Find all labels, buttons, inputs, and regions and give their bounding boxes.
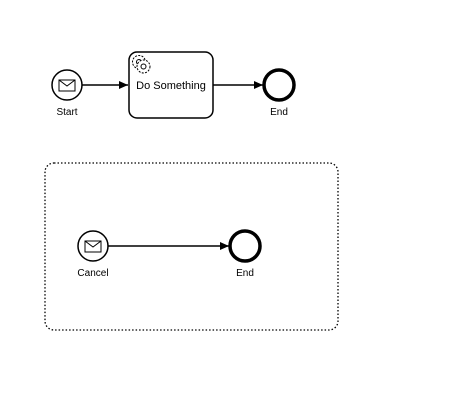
cancel-start-event-label: Cancel: [77, 268, 108, 279]
service-task[interactable]: Do Something: [128, 51, 214, 119]
gear-icon: [132, 55, 151, 74]
start-event[interactable]: [51, 69, 83, 101]
subprocess-end-event[interactable]: [228, 229, 262, 263]
envelope-icon: [58, 79, 76, 92]
task-label: Do Something: [136, 80, 206, 92]
subprocess-end-event-label: End: [236, 268, 254, 279]
start-event-label: Start: [56, 107, 77, 118]
cancel-start-event[interactable]: [77, 230, 109, 262]
end-event[interactable]: [262, 68, 296, 102]
envelope-icon: [84, 240, 102, 253]
end-event-label: End: [270, 107, 288, 118]
